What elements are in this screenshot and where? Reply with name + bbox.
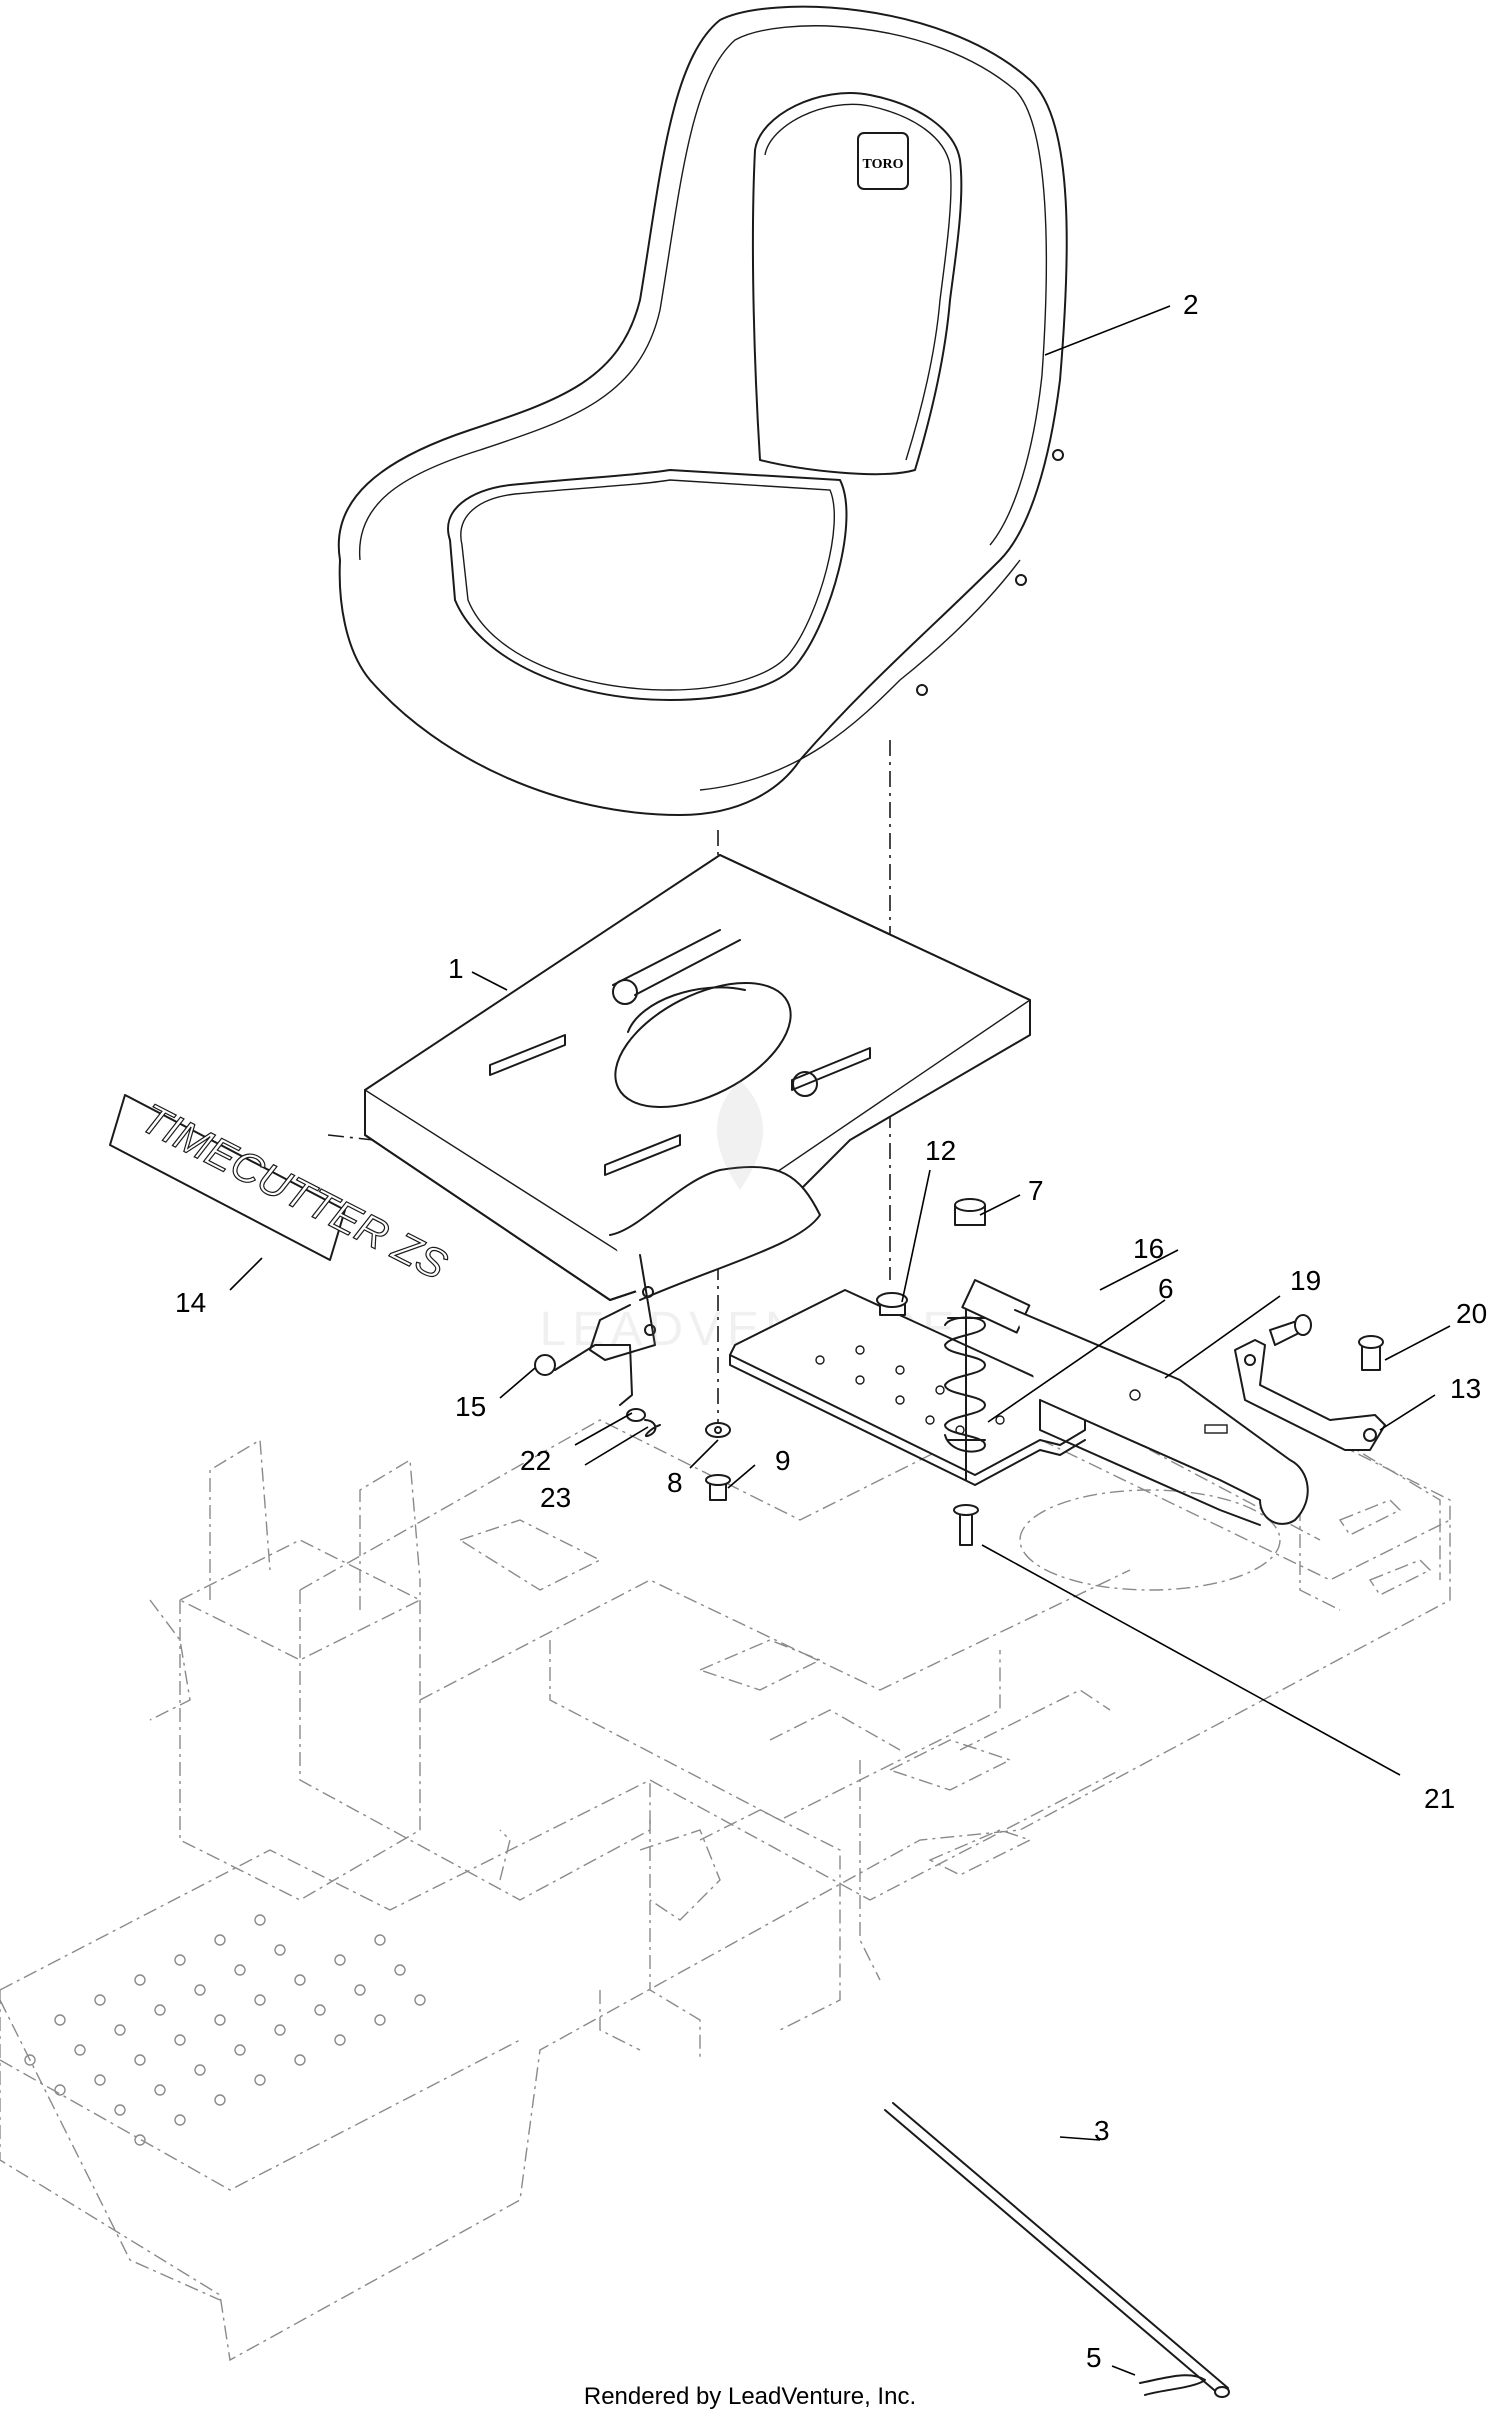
callout-16: 16: [1133, 1233, 1164, 1264]
mount-plate: [729, 1279, 1086, 1486]
callout-labels: 2 1 3 5 6 7 8 9 12 13 14 15 16 19 20 21 …: [175, 289, 1487, 2373]
callout-6: 6: [1158, 1273, 1174, 1304]
callout-8: 8: [667, 1467, 683, 1498]
seat-pan: [364, 854, 1031, 1361]
callout-15: 15: [455, 1391, 486, 1422]
callout-22: 22: [520, 1445, 551, 1476]
callout-14: 14: [175, 1287, 206, 1318]
spring: [944, 1309, 986, 1481]
callout-1: 1: [448, 953, 464, 984]
hardware: [534, 1198, 1384, 2398]
callout-2: 2: [1183, 289, 1199, 320]
footer-credit: Rendered by LeadVenture, Inc.: [584, 2383, 916, 2410]
callout-3: 3: [1094, 2115, 1110, 2146]
callout-9: 9: [775, 1445, 791, 1476]
seat-bracket: [1014, 1309, 1309, 1526]
callout-23: 23: [540, 1482, 571, 1513]
callout-21: 21: [1424, 1783, 1455, 1814]
leader-lines: [229, 305, 1451, 2376]
seat: TORO: [337, 5, 1068, 816]
hinge-bracket: [1234, 1339, 1386, 1451]
mower-frame: [0, 1419, 1451, 2362]
seat-logo: TORO: [863, 157, 904, 172]
callout-12: 12: [925, 1135, 956, 1166]
callout-7: 7: [1028, 1175, 1044, 1206]
callout-19: 19: [1290, 1265, 1321, 1296]
callout-13: 13: [1450, 1373, 1481, 1404]
callout-5: 5: [1086, 2342, 1102, 2373]
callout-20: 20: [1456, 1298, 1487, 1329]
floor-plate-holes: [24, 1914, 426, 2146]
